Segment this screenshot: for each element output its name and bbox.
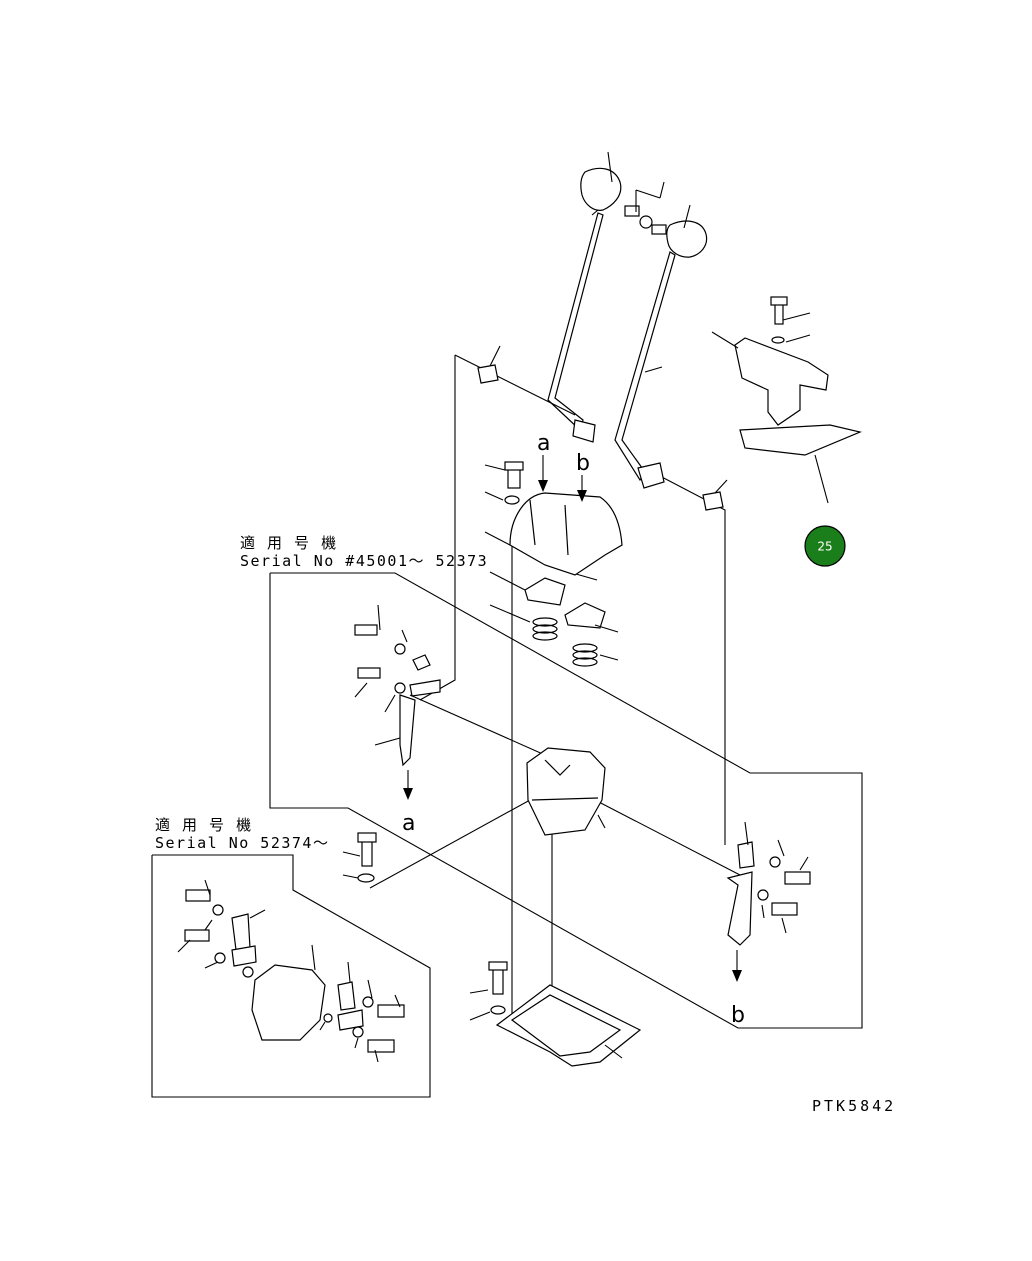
frame-lines <box>151 354 863 1098</box>
left-linkage <box>354 604 441 767</box>
hotspot-label: 25 <box>817 540 832 554</box>
drawing-code: PTK5842 <box>812 1097 896 1115</box>
arrow-label-b-top: b <box>576 451 590 476</box>
hotspot-circle[interactable] <box>804 525 846 567</box>
pilot-valve-center <box>526 747 606 836</box>
left-lever <box>547 151 622 443</box>
inset-assembly <box>177 879 405 1063</box>
base-plate <box>469 961 642 1067</box>
serial-label-2: 適 用 号 機 Serial No 52374～ <box>155 816 329 852</box>
knob-bolts <box>624 181 667 235</box>
serial-label-1: 適 用 号 機 Serial No #45001～ 52373 <box>240 534 488 570</box>
springs-and-seats <box>489 571 619 667</box>
center-bolt <box>342 832 377 883</box>
cable-clips <box>477 345 728 511</box>
svg-text:適 用 号 機: 適 用 号 機 <box>155 816 253 834</box>
arrow-label-b-bottom: b <box>731 1003 745 1028</box>
callout-hotspot-25[interactable]: 25 <box>804 525 846 567</box>
right-linkage <box>726 821 811 946</box>
svg-text:Serial No #45001～ 52373: Serial No #45001～ 52373 <box>240 552 488 570</box>
arrow-label-a-bottom: a <box>402 811 415 836</box>
console-bracket <box>711 296 862 504</box>
svg-text:Serial No 52374～: Serial No 52374～ <box>155 834 329 852</box>
arrow-label-a-top: a <box>537 431 550 456</box>
direction-arrows <box>403 455 742 982</box>
valve-cover <box>484 461 623 576</box>
right-lever <box>614 204 708 489</box>
svg-text:適 用 号 機: 適 用 号 機 <box>240 534 338 552</box>
